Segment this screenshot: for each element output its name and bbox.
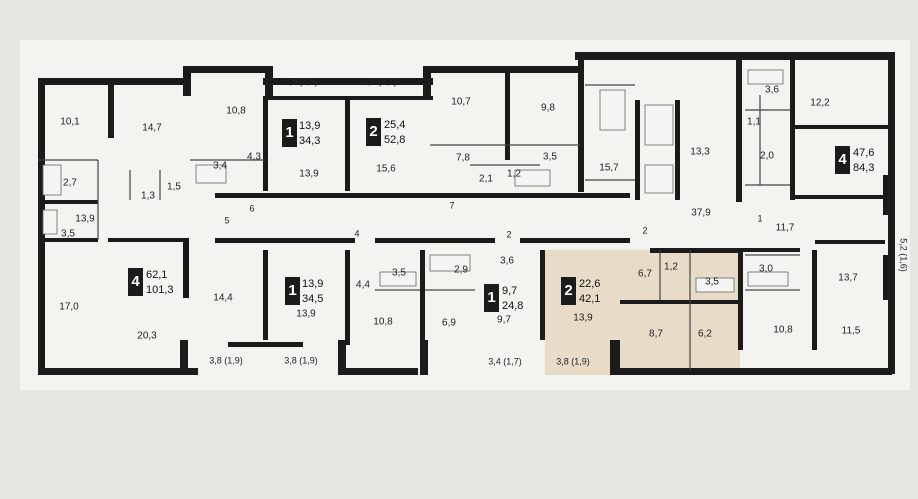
svg-text:42,1: 42,1 xyxy=(579,293,600,305)
svg-text:34,5: 34,5 xyxy=(302,293,323,305)
room-area-label: 4,4 xyxy=(356,280,370,291)
room-area-label: 12,2 xyxy=(810,98,830,109)
door-marker: 2 xyxy=(506,229,511,239)
svg-text:2: 2 xyxy=(564,282,572,299)
door-marker: 2 xyxy=(642,225,647,235)
room-area-label: 10,1 xyxy=(60,117,80,128)
svg-text:84,3: 84,3 xyxy=(853,162,874,174)
room-area-label: 10,8 xyxy=(226,106,246,117)
room-area-label: 3,8 (1,9) xyxy=(284,76,318,86)
thin-lines xyxy=(38,84,800,370)
apartment-badge: 2 22,6 42,1 xyxy=(561,277,600,305)
door-marker: 6 xyxy=(249,203,254,213)
svg-text:52,8: 52,8 xyxy=(384,134,405,146)
door-marker: 5 xyxy=(224,215,229,225)
door-marker: 1 xyxy=(757,213,762,223)
room-area-label: 2,0 xyxy=(760,151,774,162)
bathroom-fixtures xyxy=(42,69,789,293)
room-area-label: 10,8 xyxy=(373,317,393,328)
room-area-label: 3,4 xyxy=(213,161,227,172)
room-area-label: 3,4 (1,7) xyxy=(488,356,522,366)
room-area-label: 2,7 xyxy=(63,178,77,189)
room-area-label: 2,9 xyxy=(454,265,468,276)
room-area-label: 6,9 xyxy=(442,318,456,329)
room-area-label: 13,3 xyxy=(690,147,710,158)
svg-text:13,9: 13,9 xyxy=(299,120,320,132)
room-area-label: 2,1 xyxy=(479,174,493,185)
room-area-label: 14,7 xyxy=(142,123,162,134)
room-area-label: 3,6 xyxy=(765,85,779,96)
room-area-label: 3,5 xyxy=(705,277,719,288)
svg-text:62,1: 62,1 xyxy=(146,269,167,281)
room-area-label: 1,3 xyxy=(141,191,155,202)
svg-text:1: 1 xyxy=(285,124,293,141)
room-area-label: 4,3 xyxy=(247,152,261,163)
room-area-label: 1,5 xyxy=(167,182,181,193)
plan-sheet xyxy=(20,40,910,390)
room-area-label: 13,7 xyxy=(838,273,858,284)
room-area-label: 9,8 xyxy=(541,103,555,114)
room-area-label: 6,7 xyxy=(638,269,652,280)
svg-text:101,3: 101,3 xyxy=(146,284,174,296)
room-area-label: 3,8 (1,9) xyxy=(284,355,318,365)
room-area-label: 10,7 xyxy=(451,97,471,108)
apartment-badge: 4 47,6 84,3 xyxy=(835,146,874,174)
room-area-label: 13,9 xyxy=(75,214,95,225)
svg-text:9,7: 9,7 xyxy=(502,285,517,297)
room-area-label: 10,8 xyxy=(773,325,793,336)
room-area-label: 13,9 xyxy=(573,313,593,324)
room-area-label: 3,5 xyxy=(61,229,75,240)
svg-text:4: 4 xyxy=(131,273,140,290)
room-area-label: 7,8 xyxy=(456,153,470,164)
room-area-label: 17,0 xyxy=(59,302,79,313)
svg-text:13,9: 13,9 xyxy=(302,278,323,290)
room-area-label: 3,8 (1,9) xyxy=(556,356,590,366)
outer-walls xyxy=(38,52,895,375)
room-area-label: 6,2 xyxy=(698,329,712,340)
svg-text:2: 2 xyxy=(369,123,377,140)
room-area-label: 11,7 xyxy=(776,223,795,234)
room-area-label: 20,3 xyxy=(137,331,157,342)
apartment-badge: 4 62,1 101,3 xyxy=(128,268,174,296)
svg-text:25,4: 25,4 xyxy=(384,119,405,131)
room-area-label: 37,9 xyxy=(691,208,711,219)
room-area-label: 5,2 (1,6) xyxy=(899,238,909,272)
apartment-badge: 1 13,9 34,3 xyxy=(282,119,320,147)
room-area-label: 15,7 xyxy=(599,163,619,174)
room-area-label: 4,2 (2,1) xyxy=(363,76,397,86)
apartment-badge: 1 13,9 34,5 xyxy=(285,277,323,305)
room-area-label: 14,4 xyxy=(213,293,233,304)
room-labels: 10,1 14,7 10,8 3,8 (1,9) 4,2 (2,1) 10,7 … xyxy=(59,76,908,366)
room-area-label: 3,8 (1,9) xyxy=(209,355,243,365)
svg-text:24,8: 24,8 xyxy=(502,300,523,312)
room-area-label: 8,7 xyxy=(649,329,663,340)
room-area-label: 9,7 xyxy=(497,315,511,326)
room-area-label: 3,5 xyxy=(543,152,557,163)
apartment-badge: 2 25,4 52,8 xyxy=(366,118,405,146)
svg-text:4: 4 xyxy=(838,151,847,168)
room-area-label: 3,6 xyxy=(500,256,514,267)
svg-text:22,6: 22,6 xyxy=(579,278,600,290)
room-area-label: 1,2 xyxy=(507,169,521,180)
svg-text:47,6: 47,6 xyxy=(853,147,874,159)
svg-text:34,3: 34,3 xyxy=(299,135,320,147)
door-marker: 4 xyxy=(354,228,359,238)
room-area-label: 13,9 xyxy=(296,309,316,320)
room-area-label: 13,9 xyxy=(299,169,319,180)
apartment-badge: 1 9,7 24,8 xyxy=(484,284,523,312)
room-area-label: 11,5 xyxy=(842,326,861,337)
svg-text:1: 1 xyxy=(487,289,495,306)
room-area-label: 1,1 xyxy=(747,117,761,128)
room-area-label: 15,6 xyxy=(376,164,396,175)
svg-text:1: 1 xyxy=(288,282,296,299)
highlighted-apartment xyxy=(545,250,740,375)
room-area-label: 3,0 xyxy=(759,264,773,275)
door-marker: 7 xyxy=(449,200,454,210)
room-area-label: 3,5 xyxy=(392,268,406,279)
room-area-label: 1,2 xyxy=(664,262,678,273)
door-markers: 5 6 7 4 2 2 1 xyxy=(224,200,762,239)
interior-walls xyxy=(38,60,888,350)
